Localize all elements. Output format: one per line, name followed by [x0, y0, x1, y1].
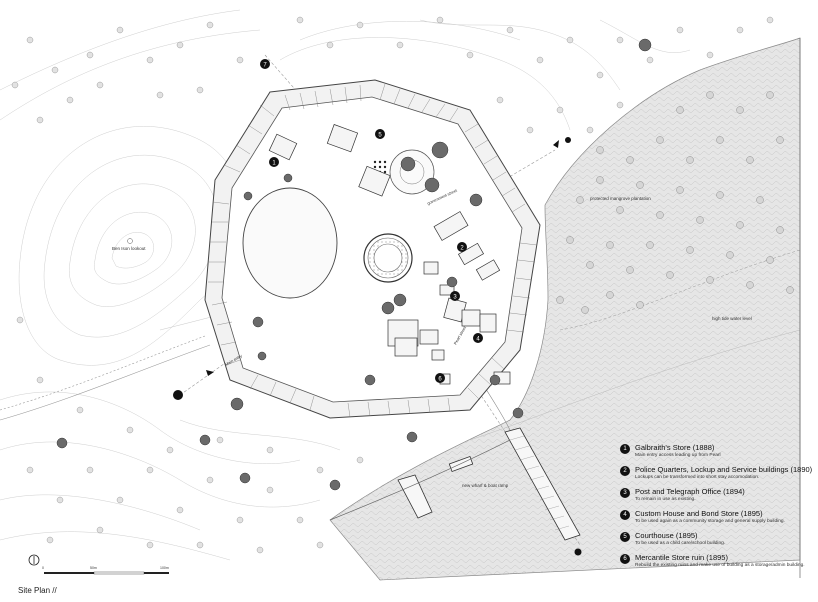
marker-6[interactable]: 6 — [435, 373, 445, 383]
legend-title: Police Quarters, Lockup and Service buil… — [635, 465, 813, 474]
scale-bar — [44, 571, 169, 575]
legend: 1 Galbraith's Store (1888) Main entry ac… — [620, 443, 813, 575]
legend-title: Custom House and Bond Store (1895) — [635, 509, 763, 518]
marker-6-label: 6 — [438, 377, 442, 383]
marker-2-label: 2 — [460, 246, 464, 252]
marker-7-label: 7 — [263, 63, 267, 69]
legend-number: 4 — [620, 510, 630, 520]
label-high-tide: high tide water level — [712, 316, 752, 321]
label-lookout: Ben Ison lookout — [112, 246, 146, 251]
circular-garden — [389, 149, 435, 195]
scale-tick-2: 100m — [160, 566, 169, 570]
marker-1-label: 1 — [272, 161, 276, 167]
label-wharf: new wharf & boat ramp — [462, 483, 509, 488]
trees-mangrove — [556, 91, 794, 314]
legend-desc: Rebuild the existing ruins and make use … — [635, 563, 805, 568]
marker-5-label: 5 — [378, 133, 382, 139]
oval-field — [242, 187, 338, 299]
legend-number: 5 — [620, 532, 630, 542]
legend-title: Galbraith's Store (1888) — [635, 443, 715, 452]
legend-title: Post and Telegraph Office (1894) — [635, 487, 745, 496]
marker-3-label: 3 — [453, 295, 457, 301]
marker-1[interactable]: 1 — [269, 157, 279, 167]
legend-desc: To remain in use as existing. — [635, 497, 696, 502]
legend-item: 5 Courthouse (1895) To be used as a chil… — [620, 531, 810, 547]
entry-arrow-icon — [206, 140, 559, 376]
legend-title: Courthouse (1895) — [635, 531, 698, 540]
plan-title: Site Plan // — [18, 586, 57, 595]
wharf-planks — [509, 435, 570, 531]
legend-item: 3 Post and Telegraph Office (1894) To re… — [620, 487, 810, 503]
marker-7[interactable]: 7 — [260, 59, 270, 69]
legend-item: 6 Mercantile Store ruin (1895) Rebuild t… — [620, 553, 810, 569]
marker-3[interactable]: 3 — [450, 291, 460, 301]
high-tide-line — [559, 249, 801, 331]
legend-item: 1 Galbraith's Store (1888) Main entry ac… — [620, 443, 810, 459]
scale-tick-1: 50m — [90, 566, 97, 570]
legend-number: 2 — [620, 466, 630, 476]
legend-title: Mercantile Store ruin (1895) — [635, 553, 728, 562]
section-markers — [173, 137, 582, 556]
legend-number: 6 — [620, 554, 630, 564]
trees-light — [11, 16, 774, 554]
label-mangrove: protected mangrove plantation — [590, 196, 651, 201]
shoreline — [329, 439, 511, 521]
water-texture — [330, 38, 800, 580]
north-arrow-icon — [28, 554, 40, 566]
marker-2[interactable]: 2 — [457, 242, 467, 252]
octagon-units — [208, 83, 538, 418]
marker-4[interactable]: 4 — [473, 333, 483, 343]
legend-number: 1 — [620, 444, 630, 454]
legend-item: 4 Custom House and Bond Store (1895) To … — [620, 509, 810, 525]
legend-desc: To be used again as a community storage … — [635, 519, 785, 524]
legend-desc: To be used as a child care/school buildi… — [635, 541, 726, 546]
legend-desc: Main entry access leading up from Pearl — [635, 453, 721, 458]
trees-dark — [56, 38, 652, 491]
legend-desc: Lockups can be transformed into short st… — [635, 475, 760, 480]
marker-4-label: 4 — [476, 337, 480, 343]
legend-item: 2 Police Quarters, Lockup and Service bu… — [620, 465, 813, 481]
legend-number: 3 — [620, 488, 630, 498]
marker-5[interactable]: 5 — [375, 129, 385, 139]
scale-tick-0: 0 — [42, 566, 44, 570]
